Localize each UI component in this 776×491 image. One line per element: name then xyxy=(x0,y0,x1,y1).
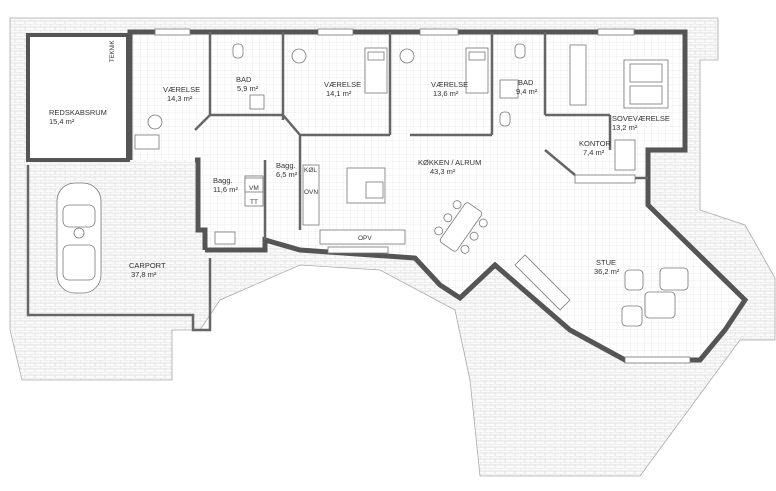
room-name-carport: CARPORT xyxy=(129,261,166,270)
car xyxy=(56,182,102,294)
fixture-opv: OPV xyxy=(358,235,372,242)
fixture-vm: VM xyxy=(249,185,259,192)
room-area-vaerelse2: 14,1 m² xyxy=(326,89,352,98)
room-area-stue: 36,2 m² xyxy=(594,267,620,276)
room-name-sovevaerelse: SOVEVÆRELSE xyxy=(612,114,670,123)
room-name-teknik: TEKNIK xyxy=(110,40,116,62)
room-name-vaerelse3: VÆRELSE xyxy=(431,80,468,89)
room-area-bagg2: 6,5 m² xyxy=(276,170,298,179)
fixture-kol: KØL xyxy=(304,167,317,174)
room-area-kontor: 7,4 m² xyxy=(583,148,605,157)
fixture-tt: TT xyxy=(250,199,258,206)
room-area-vaerelse3: 13,6 m² xyxy=(433,89,459,98)
interior-walls xyxy=(194,32,648,240)
room-name-vaerelse2: VÆRELSE xyxy=(324,80,361,89)
room-area-redskabsrum: 15,4 m² xyxy=(49,117,75,126)
room-name-bagg2: Bagg. xyxy=(276,161,296,170)
room-area-carport: 37,8 m² xyxy=(131,270,157,279)
room-area-bad1: 5,9 m² xyxy=(237,84,259,93)
room-name-vaerelse1: VÆRELSE xyxy=(163,85,200,94)
fixture-ovn: OVN xyxy=(304,189,318,196)
room-area-sovevaerelse: 13,2 m² xyxy=(612,123,638,132)
room-name-stue: STUE xyxy=(596,258,616,267)
room-name-koekken: KØKKEN / ALRUM xyxy=(418,158,481,167)
dining-table xyxy=(434,200,488,254)
room-area-bad2: 9,4 m² xyxy=(516,87,538,96)
room-name-redskabsrum: REDSKABSRUM xyxy=(49,108,107,117)
room-area-bagg1: 11,6 m² xyxy=(213,185,238,194)
room-name-bagg1: Bagg. xyxy=(213,176,233,185)
windows xyxy=(154,28,691,364)
room-name-bad1: BAD xyxy=(236,75,252,84)
fixture-labels: VM TT KØL OVN OPV xyxy=(249,167,372,242)
room-labels: REDSKABSRUM 15,4 m² TEKNIK VÆRELSE 14,3 … xyxy=(49,40,670,279)
sofa-set xyxy=(621,267,689,327)
furniture xyxy=(56,43,689,327)
room-name-kontor: KONTOR xyxy=(579,139,612,148)
room-area-koekken: 43,3 m² xyxy=(430,167,456,176)
room-name-bad2: BAD xyxy=(518,78,534,87)
room-area-vaerelse1: 14,3 m² xyxy=(167,94,193,103)
